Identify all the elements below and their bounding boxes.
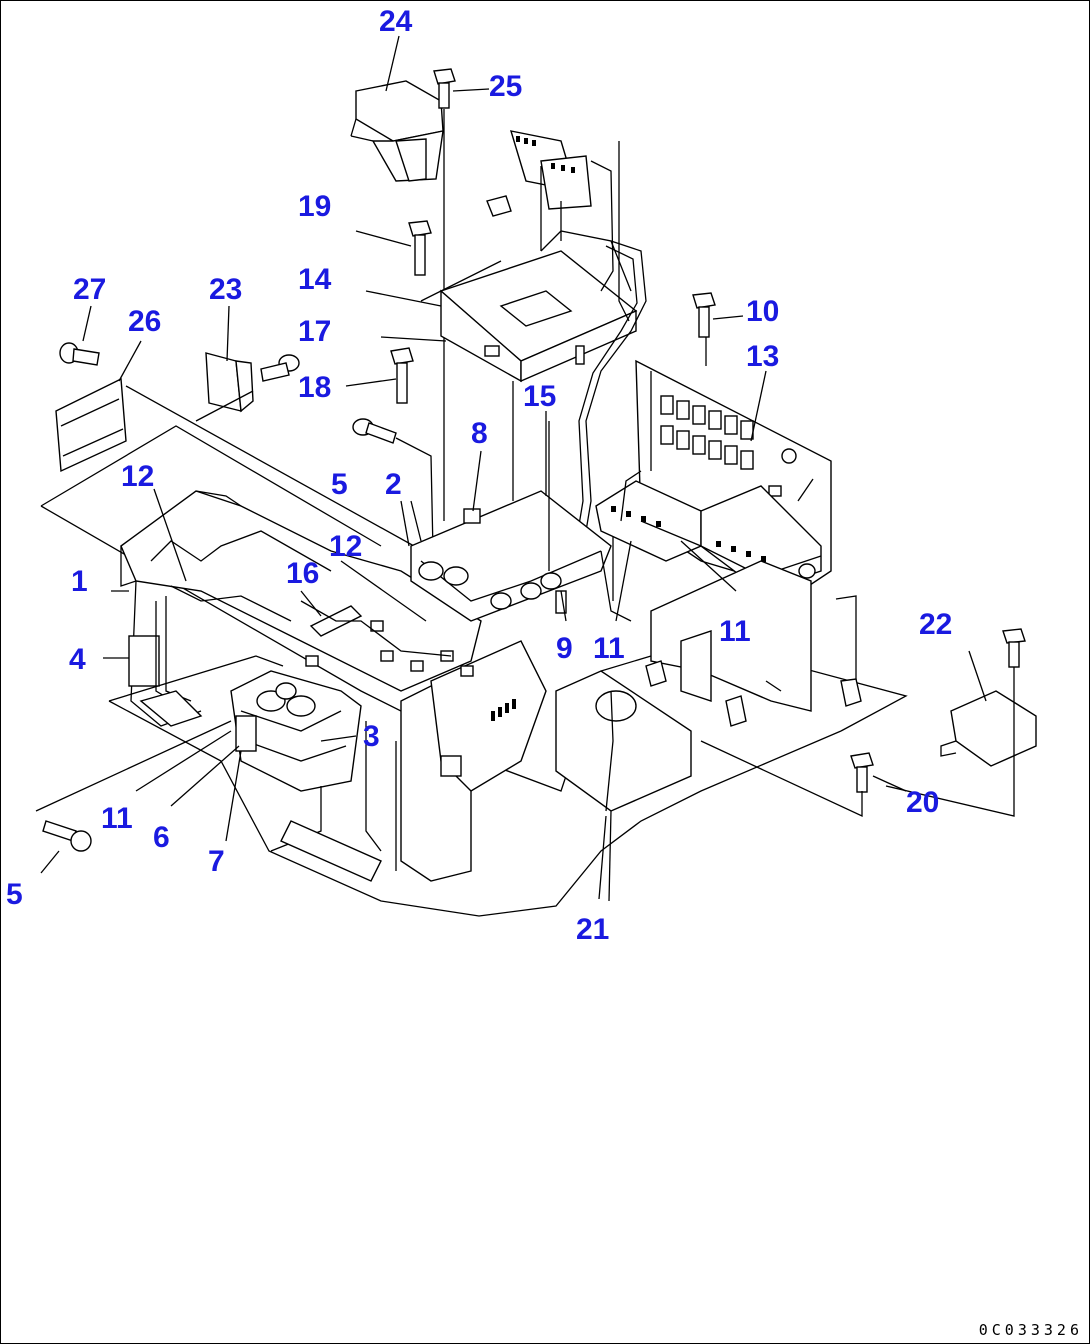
- callout-14: 14: [298, 263, 332, 296]
- upper-mount-plate: [365, 250, 638, 383]
- callout-13: 13: [746, 340, 779, 373]
- callout-4: 4: [69, 643, 86, 676]
- lower-right-frame: [645, 560, 862, 727]
- callout-11-right: 11: [719, 615, 751, 648]
- callout-2: 2: [385, 468, 402, 501]
- bracket-part-23: [195, 352, 300, 422]
- callout-21: 21: [576, 913, 609, 946]
- callout-7: 7: [208, 845, 225, 878]
- lower-relay-block: [230, 670, 382, 882]
- callout-27: 27: [73, 273, 106, 306]
- bolt-part-10: [692, 292, 744, 366]
- middle-relay-group: [410, 381, 632, 622]
- callout-25: 25: [489, 70, 522, 103]
- callout-17: 17: [298, 315, 331, 348]
- base-plate-part-21: [555, 670, 692, 902]
- callout-19: 19: [298, 190, 331, 223]
- callout-1: 1: [71, 565, 88, 598]
- relay-box: [595, 470, 822, 592]
- callout-18: 18: [298, 371, 331, 404]
- callout-12-center: 12: [329, 530, 362, 563]
- rear-frame: [365, 640, 547, 882]
- callout-3: 3: [363, 720, 380, 753]
- callout-23: 23: [209, 273, 242, 306]
- bolt-part-18: [345, 347, 414, 404]
- callout-5-upper: 5: [331, 468, 348, 501]
- plate-part-26: [55, 377, 442, 562]
- bolt-part-27: [59, 342, 100, 366]
- callout-9: 9: [556, 632, 573, 665]
- bolt-part-5-lower: [35, 720, 232, 874]
- bolt-part-19: [355, 220, 432, 276]
- callout-11-center: 11: [593, 632, 625, 665]
- connector-strip-part-16: [300, 600, 474, 677]
- callout-8: 8: [471, 417, 488, 450]
- drawing-code: 0C033326: [978, 1321, 1083, 1339]
- callout-6: 6: [153, 821, 170, 854]
- callout-16: 16: [286, 557, 319, 590]
- callout-15: 15: [523, 380, 556, 413]
- callout-24: 24: [379, 5, 413, 38]
- callout-22: 22: [919, 608, 952, 641]
- bolt-part-20: [700, 740, 907, 818]
- callout-26: 26: [128, 305, 161, 338]
- cover-bracket-part-24: [350, 80, 444, 182]
- callout-labels: 24 25 19 27 23 14 26 17 10 13 18 15 8 5 …: [6, 5, 952, 946]
- callout-5-lower: 5: [6, 878, 23, 911]
- callout-12-left: 12: [121, 460, 154, 493]
- wiring-harness-upper: [572, 240, 647, 562]
- bracket-part-22: [885, 628, 1037, 817]
- callout-11-left: 11: [101, 802, 133, 835]
- callout-10: 10: [746, 295, 779, 328]
- leader-lines: [82, 35, 767, 900]
- bolt-part-5-upper: [352, 418, 434, 552]
- callout-20: 20: [906, 786, 939, 819]
- controller-module-top: [486, 130, 632, 322]
